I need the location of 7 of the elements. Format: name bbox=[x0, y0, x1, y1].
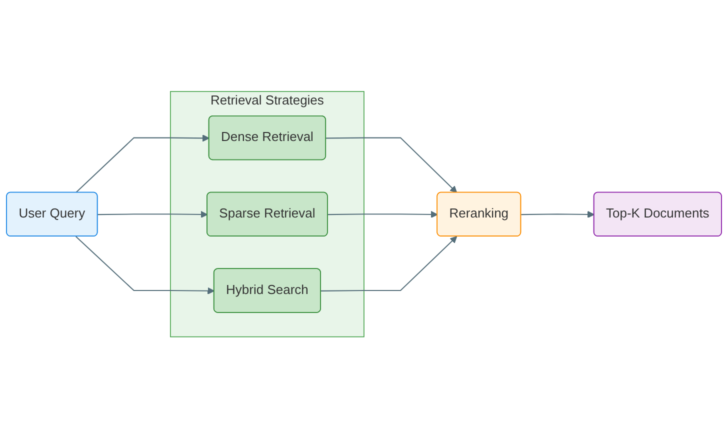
arrow bbox=[320, 236, 458, 292]
arrow bbox=[328, 210, 438, 218]
arrow bbox=[76, 236, 215, 294]
arrow bbox=[98, 210, 208, 218]
arrow bbox=[76, 134, 210, 193]
arrow bbox=[326, 137, 458, 193]
arrow bbox=[521, 210, 595, 218]
